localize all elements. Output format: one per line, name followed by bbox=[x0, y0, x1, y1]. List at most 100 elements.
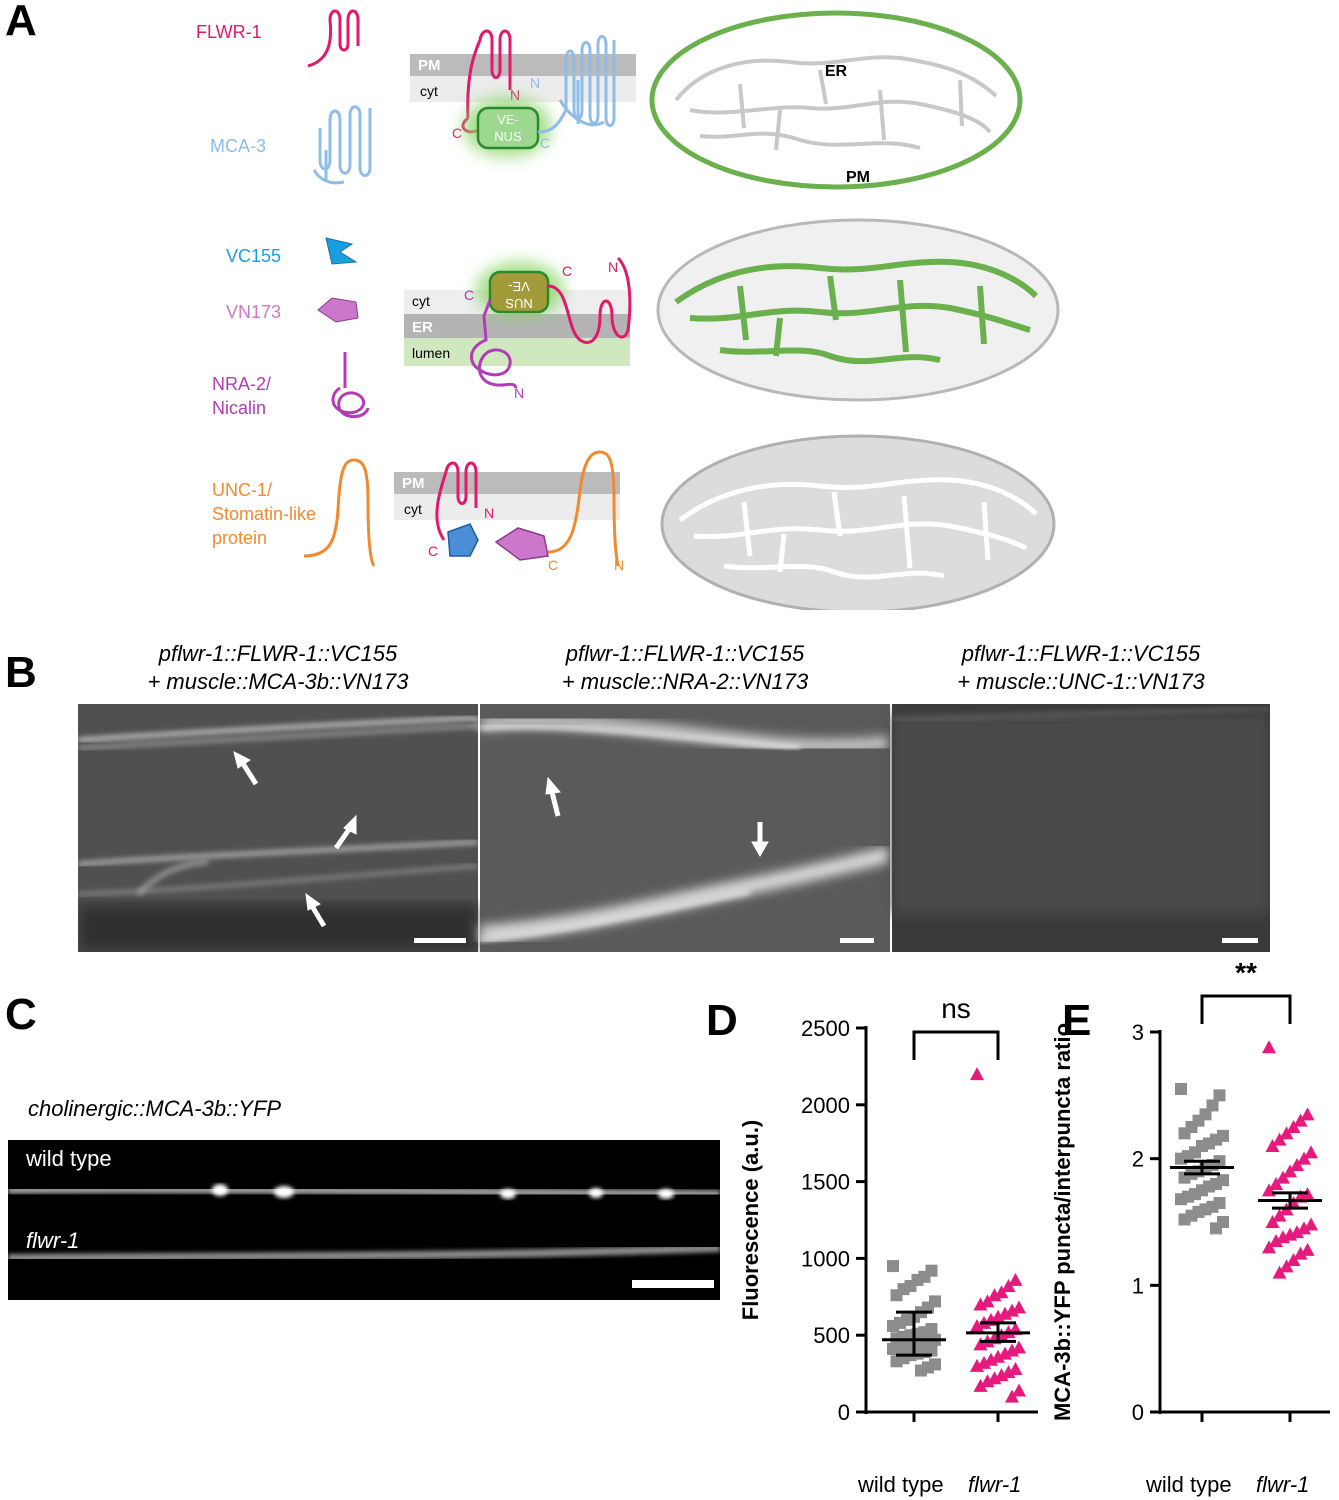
label-nra2: NRA-2/Nicalin bbox=[212, 374, 272, 418]
panel-c-image bbox=[8, 1140, 720, 1300]
data-point bbox=[1293, 1113, 1308, 1127]
data-point bbox=[1269, 1177, 1283, 1190]
data-point bbox=[1286, 1120, 1301, 1133]
data-point bbox=[1300, 1107, 1315, 1121]
data-point bbox=[1265, 1139, 1280, 1152]
data-point bbox=[887, 1260, 899, 1273]
y-tick-label: 2 bbox=[1132, 1147, 1144, 1172]
panel-a-diagram: PM cyt N C VE- NUS N C ER PM cyt ER lume… bbox=[303, 9, 1060, 610]
panel-c-title: cholinergic::MCA-3b::YFP bbox=[28, 1096, 282, 1121]
flwr1-n-3: N bbox=[484, 505, 494, 521]
data-point bbox=[1262, 1040, 1276, 1054]
data-point bbox=[1005, 1389, 1019, 1403]
cyt-1: cyt bbox=[420, 83, 438, 99]
data-point bbox=[887, 1343, 899, 1356]
label-vn173: VN173 bbox=[226, 302, 282, 322]
data-point bbox=[890, 1355, 903, 1368]
nra2-n: N bbox=[514, 385, 524, 401]
vn173-icon bbox=[317, 297, 359, 323]
flwr1-c-3: C bbox=[428, 543, 438, 559]
cyt-3: cyt bbox=[404, 501, 422, 517]
panel-label-c: C bbox=[5, 990, 37, 1039]
y-tick-label: 3 bbox=[1132, 1020, 1144, 1045]
row-label-wild-type: wild type bbox=[26, 1146, 112, 1171]
unc1-n: N bbox=[614, 557, 624, 573]
vc155-icon bbox=[325, 237, 358, 265]
data-point bbox=[1276, 1170, 1290, 1184]
flwr1-icon bbox=[307, 9, 360, 68]
lumen: lumen bbox=[412, 345, 450, 361]
micrograph-mca3 bbox=[78, 704, 479, 952]
data-point bbox=[1210, 1222, 1222, 1235]
cyt-2: cyt bbox=[412, 293, 430, 309]
data-point bbox=[1297, 1151, 1311, 1165]
e-xtick-wild-type: wild type bbox=[1146, 1472, 1232, 1497]
arrow-icon bbox=[545, 776, 769, 858]
flwr1-c-2: C bbox=[562, 263, 572, 279]
scale-bar bbox=[840, 938, 874, 943]
caption-b1: pflwr-1::FLWR-1::VC155+ muscle::MCA-3b::… bbox=[147, 641, 409, 694]
caption-b2: pflwr-1::FLWR-1::VC155+ muscle::NRA-2::V… bbox=[561, 641, 809, 694]
scale-bar bbox=[632, 1280, 714, 1288]
data-point bbox=[1290, 1158, 1304, 1171]
y-axis-label: MCA-3b::YFP puncta/interpuncta ratio bbox=[1050, 1023, 1075, 1421]
micrograph-unc1 bbox=[891, 704, 1270, 952]
vc155-split bbox=[447, 523, 479, 557]
label-vc155: VC155 bbox=[226, 246, 282, 266]
caption-b3: pflwr-1::FLWR-1::VC155+ muscle::UNC-1::V… bbox=[957, 641, 1205, 694]
membrane-er: ER bbox=[412, 319, 433, 336]
arrow-icon bbox=[233, 751, 357, 928]
data-point bbox=[973, 1337, 988, 1351]
data-point bbox=[1178, 1127, 1191, 1140]
y-tick-label: 0 bbox=[838, 1400, 850, 1425]
y-tick-label: 0 bbox=[1132, 1400, 1144, 1425]
panel-label-b: B bbox=[5, 648, 37, 697]
scale-bar bbox=[414, 938, 466, 943]
data-point bbox=[1213, 1089, 1226, 1102]
y-tick-label: 2000 bbox=[801, 1093, 850, 1118]
data-point bbox=[970, 1318, 984, 1332]
flwr1-c-1: C bbox=[452, 125, 462, 141]
data-point bbox=[1300, 1242, 1315, 1256]
data-point bbox=[1286, 1253, 1301, 1266]
panel-label-a: A bbox=[5, 0, 37, 45]
cell-er-label: ER bbox=[825, 63, 848, 80]
data-point bbox=[1272, 1208, 1287, 1222]
er-network-1 bbox=[674, 55, 998, 151]
vn173-split bbox=[494, 527, 549, 561]
flwr1-n-2: N bbox=[608, 259, 618, 275]
data-point bbox=[987, 1288, 1002, 1302]
data-point bbox=[973, 1378, 988, 1392]
data-point bbox=[1178, 1213, 1191, 1226]
data-point bbox=[1279, 1259, 1294, 1273]
flwr1-n-1: N bbox=[510, 87, 520, 103]
data-point bbox=[1276, 1230, 1290, 1244]
data-point bbox=[1008, 1272, 1023, 1286]
scale-bar bbox=[1222, 938, 1258, 943]
y-tick-label: 1500 bbox=[801, 1170, 850, 1195]
nra2-icon bbox=[331, 352, 370, 418]
y-tick-label: 1 bbox=[1132, 1273, 1144, 1298]
mca3-icon bbox=[312, 105, 372, 185]
data-point bbox=[1272, 1132, 1287, 1146]
panel-b-images bbox=[78, 704, 1270, 952]
d-xtick-wild-type: wild type bbox=[858, 1472, 944, 1497]
data-point bbox=[1012, 1383, 1026, 1397]
venus-2-a: VE- bbox=[508, 279, 530, 294]
y-tick-label: 2500 bbox=[801, 1016, 850, 1041]
chart-e: 0 1 2 3 MCA-3b::YFP puncta/interpuncta ratio… bbox=[1050, 960, 1330, 1425]
membrane-pm-1: PM bbox=[418, 57, 441, 74]
panel-label-e: E bbox=[1062, 996, 1092, 1045]
data-point bbox=[1279, 1126, 1294, 1140]
micrograph-nra2 bbox=[479, 704, 892, 952]
label-mca3: MCA-3 bbox=[210, 136, 267, 156]
data-point bbox=[1293, 1246, 1308, 1260]
data-point bbox=[1304, 1145, 1318, 1159]
significance-label: ns bbox=[941, 993, 971, 1024]
data-point bbox=[980, 1374, 995, 1388]
data-point bbox=[1304, 1217, 1318, 1231]
data-point bbox=[887, 1319, 899, 1332]
data-point bbox=[970, 1358, 984, 1372]
er-network-3 bbox=[678, 477, 1038, 580]
